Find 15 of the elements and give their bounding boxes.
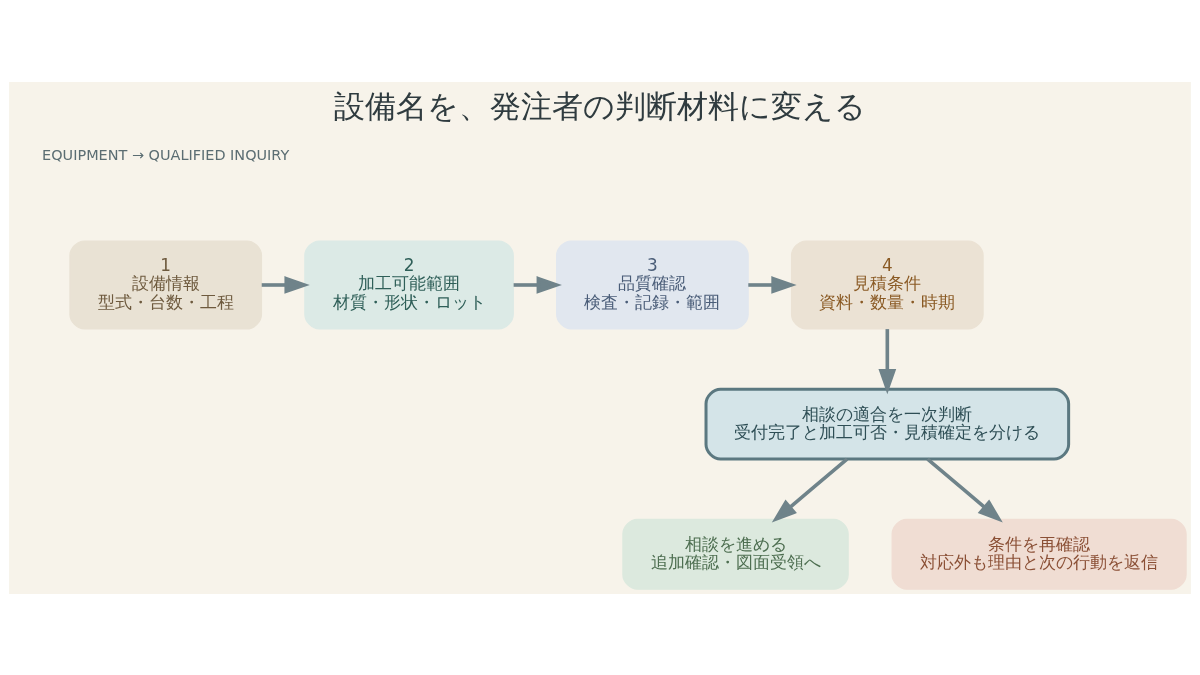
arrow [878, 328, 897, 394]
arrow [748, 275, 797, 294]
arrow [771, 457, 849, 522]
node-box: 4 見積条件 資料・数量・時期 [790, 239, 984, 330]
arrow [261, 275, 310, 294]
node-box: 1 設備情報 型式・台数・工程 [69, 239, 263, 330]
node-box: 相談を進める 追加確認・図面受領へ [622, 518, 849, 590]
node-box: 相談の適合を一次判断 受付完了と加工可否・見積確定を分ける [704, 387, 1071, 461]
arrow [513, 275, 562, 294]
label: EQUIPMENT → QUALIFIED INQUIRY [42, 146, 290, 163]
node-box: 3 品質確認 検査・記録・範囲 [556, 239, 749, 330]
arrow [926, 457, 1003, 523]
node-box: 2 加工可能範囲 材質・形状・ロット [304, 239, 514, 330]
diagram-title: 設備名を、発注者の判断材料に変える [334, 87, 866, 124]
node-box: 条件を再確認 対応外も理由と次の行動を返信 [891, 518, 1187, 590]
